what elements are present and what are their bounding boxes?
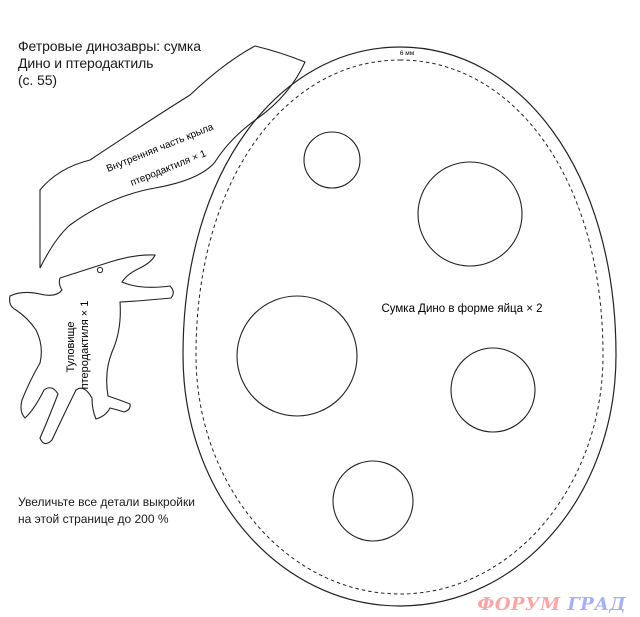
seam-allowance-label: 6 мм (400, 50, 415, 57)
egg-seam-line (195, 59, 604, 595)
enlarge-instruction: Увеличьте все детали выкройки на этой ст… (18, 494, 195, 528)
title-line: Дино и птеродактиль (18, 55, 154, 71)
egg-spot (332, 460, 414, 542)
page-title: Фетровые динозавры: сумка Дино и птерода… (18, 38, 201, 89)
body-outline (9, 254, 174, 445)
eye-mark (96, 266, 104, 274)
watermark-part1: ФОРУМ (477, 594, 561, 615)
egg-label: Сумка Дино в форме яйца × 2 (381, 303, 542, 315)
body-label-line1: Туловище (65, 321, 77, 372)
egg-spot (303, 131, 361, 189)
egg-outline (182, 46, 617, 607)
watermark-part2: ГРАД (567, 594, 626, 615)
body-label-line2: птеродактиля × 1 (79, 301, 91, 390)
egg-spot (417, 161, 523, 267)
title-line: (с. 55) (18, 72, 57, 88)
title-line: Фетровые динозавры: сумка (18, 38, 201, 54)
site-watermark: ФОРУМ ГРАД (477, 594, 626, 615)
egg-spot (236, 295, 358, 417)
note-line: Увеличьте все детали выкройки (18, 495, 195, 509)
note-line: на этой странице до 200 % (18, 512, 169, 526)
egg-spot (450, 347, 536, 433)
